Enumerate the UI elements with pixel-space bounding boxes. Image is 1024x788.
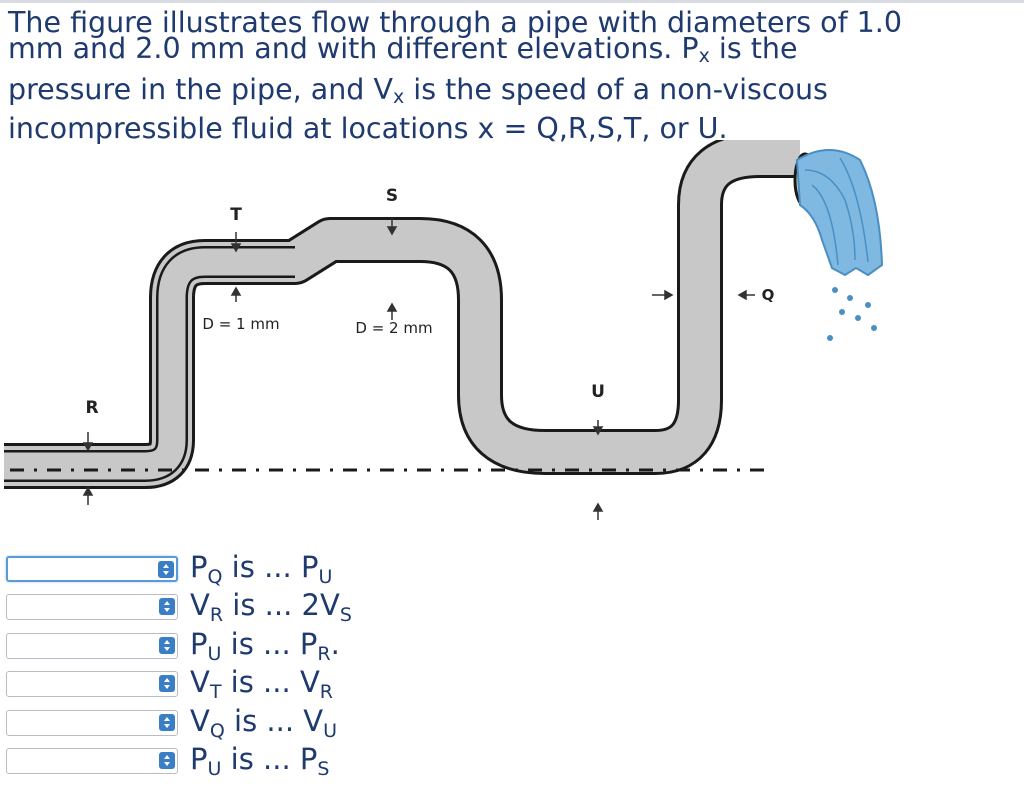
- statement-6-left-var: P: [190, 742, 208, 776]
- answer-row-3: PU is ... PR.: [6, 627, 406, 666]
- speed-subscript: x: [392, 86, 405, 108]
- question-text: The figure illustrates flow through a pi…: [8, 6, 1013, 148]
- statement-3-left-var: P: [190, 627, 208, 661]
- statement-6: PU is ... PS: [190, 741, 330, 780]
- question-line-2-tail: is the: [709, 32, 798, 65]
- answer-select-1[interactable]: [6, 556, 178, 582]
- select-stepper-icon[interactable]: [159, 637, 175, 654]
- statement-1-left-sub: Q: [207, 566, 223, 588]
- statement-6-right-sub: S: [317, 758, 330, 780]
- statement-2: VR is ... 2VS: [190, 587, 352, 626]
- statement-4-right-var: V: [299, 665, 320, 699]
- label-u: U: [591, 382, 605, 402]
- statement-6-left-sub: U: [207, 758, 222, 780]
- answer-select-2[interactable]: [6, 594, 178, 620]
- answer-row-1: PQ is ... PU: [6, 550, 406, 589]
- statement-5: VQ is ... VU: [190, 703, 338, 742]
- question-line-4: incompressible fluid at locations x = Q,…: [8, 112, 728, 145]
- statement-4-left-sub: T: [209, 681, 222, 703]
- select-stepper-icon[interactable]: [159, 752, 175, 769]
- question-line-3: pressure in the pipe, and Vx is the spee…: [8, 70, 1013, 109]
- statement-5-right-sub: U: [323, 720, 338, 742]
- statement-3-left-sub: U: [207, 643, 222, 665]
- question-line-2-text: mm and 2.0 mm and with different elevati…: [8, 32, 699, 65]
- statement-1-right-var: P: [300, 550, 319, 584]
- statement-5-left-sub: Q: [209, 720, 225, 742]
- statement-2-coef: 2: [301, 588, 320, 622]
- answer-select-3[interactable]: [6, 633, 178, 659]
- answer-select-4[interactable]: [6, 671, 178, 697]
- statement-3-right-sub: R: [317, 643, 331, 665]
- statement-2-left-var: V: [190, 588, 210, 622]
- pipe-figure: T S R U Q D = 1 mm D = 2 mm: [4, 140, 884, 520]
- location-arrows: [82, 218, 755, 520]
- statement-5-mid: is ...: [224, 704, 304, 738]
- statement-1-mid: is ...: [222, 550, 301, 584]
- statement-2-right-var: V: [319, 588, 340, 622]
- statement-6-mid: is ...: [221, 742, 300, 776]
- statement-1-right-sub: U: [318, 566, 333, 588]
- label-d1: D = 1 mm: [202, 315, 279, 333]
- statement-3-suffix: .: [330, 627, 340, 661]
- select-stepper-icon[interactable]: [158, 561, 174, 578]
- label-s: S: [386, 186, 398, 206]
- answer-row-5: VQ is ... VU: [6, 704, 406, 743]
- label-q: Q: [762, 286, 775, 304]
- answer-select-5[interactable]: [6, 710, 178, 736]
- answer-row-6: PU is ... PS: [6, 742, 406, 781]
- question-line-1: The figure illustrates flow through a pi…: [8, 6, 902, 39]
- question-line-3-tail: is the speed of a non-viscous: [404, 73, 828, 106]
- label-r: R: [85, 398, 98, 418]
- answer-row-4: VT is ... VR: [6, 665, 406, 704]
- statement-5-left-var: V: [190, 704, 210, 738]
- pipe: [4, 140, 817, 489]
- statement-2-right-sub: S: [339, 604, 352, 626]
- top-divider: [0, 0, 1024, 3]
- statement-4: VT is ... VR: [190, 664, 333, 703]
- statement-4-left-var: V: [190, 665, 210, 699]
- statement-2-left-sub: R: [209, 604, 224, 626]
- statement-1: PQ is ... PU: [190, 549, 333, 588]
- water-stream: [795, 149, 884, 341]
- select-stepper-icon[interactable]: [159, 714, 175, 731]
- pressure-subscript: x: [698, 45, 710, 67]
- statement-2-mid: is ...: [223, 588, 302, 622]
- answer-row-2: VR is ... 2VS: [6, 588, 406, 627]
- question-line-2: mm and 2.0 mm and with different elevati…: [8, 32, 1013, 67]
- label-t: T: [230, 205, 242, 225]
- statement-5-right-var: V: [303, 704, 324, 738]
- select-stepper-icon[interactable]: [159, 598, 175, 615]
- statement-4-mid: is ...: [221, 665, 300, 699]
- answer-select-6[interactable]: [6, 748, 178, 774]
- question-line-3-text: pressure in the pipe, and V: [8, 73, 393, 106]
- statement-4-right-sub: R: [319, 681, 333, 703]
- statement-3-mid: is ...: [221, 627, 300, 661]
- statement-3: PU is ... PR.: [190, 626, 340, 665]
- select-stepper-icon[interactable]: [159, 675, 175, 692]
- statement-1-left-var: P: [190, 550, 208, 584]
- statement-6-right-var: P: [299, 742, 318, 776]
- statement-3-right-var: P: [299, 627, 318, 661]
- label-d2: D = 2 mm: [355, 319, 432, 337]
